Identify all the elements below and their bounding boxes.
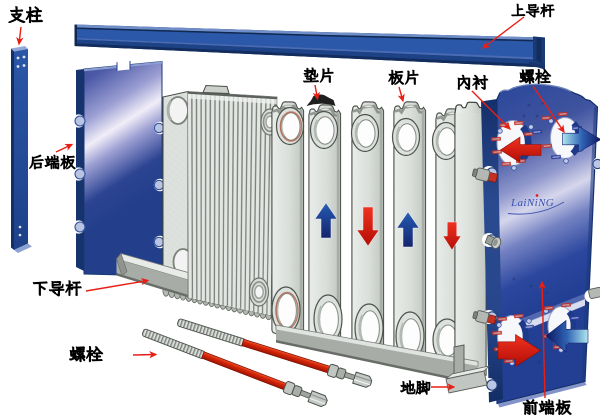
- svg-text:LaiNiNG: LaiNiNG: [510, 197, 554, 209]
